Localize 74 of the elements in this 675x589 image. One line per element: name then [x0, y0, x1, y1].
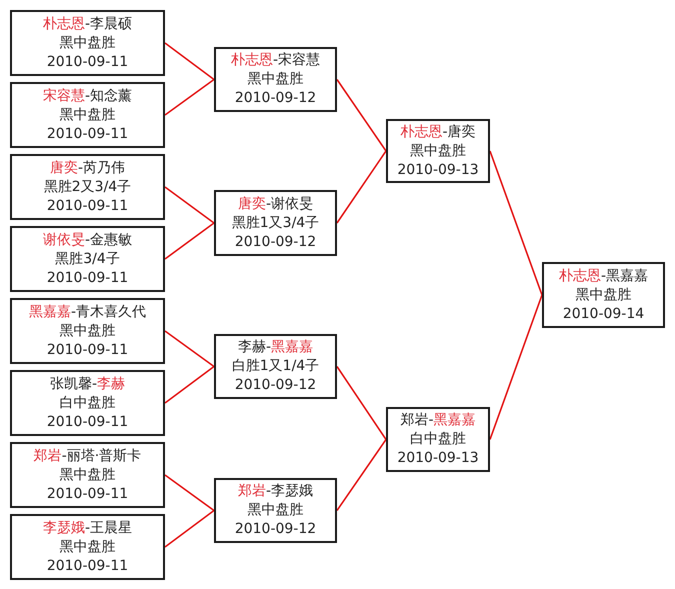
- match-box: [214, 190, 337, 256]
- match-box: [386, 407, 490, 472]
- match-date: 2010-09-11: [46, 412, 128, 432]
- match-result: 白中盘胜: [60, 394, 116, 412]
- bracket-line: [164, 474, 214, 512]
- bracket-line: [336, 150, 387, 224]
- match-players: 李瑟娥-王晨星: [42, 518, 132, 538]
- match-box: [10, 226, 165, 292]
- match-box: [214, 47, 337, 112]
- match-players: 张凯馨-李赫: [50, 374, 126, 394]
- bracket-line: [336, 439, 387, 511]
- match-box: [10, 10, 165, 76]
- match-box: [386, 119, 490, 183]
- match-date: 2010-09-13: [397, 160, 479, 180]
- match-box: [10, 82, 165, 148]
- match-date: 2010-09-11: [46, 268, 128, 288]
- match-result: 黑中盘胜: [248, 501, 304, 520]
- match-result: 黑胜1又3/4子: [232, 214, 320, 232]
- match-date: 2010-09-11: [46, 196, 128, 216]
- match-date: 2010-09-11: [46, 556, 128, 576]
- match-players: 郑岩-丽塔·普斯卡: [34, 446, 142, 466]
- match-date: 2010-09-11: [46, 484, 128, 504]
- match-date: 2010-09-14: [562, 304, 644, 324]
- bracket-line: [336, 79, 387, 152]
- match-date: 2010-09-11: [46, 52, 128, 72]
- bracket-line: [336, 366, 387, 440]
- match-players: 唐奕-芮乃伟: [50, 158, 126, 178]
- match-players: 黑嘉嘉-青木喜久代: [28, 302, 146, 322]
- match-result: 黑中盘胜: [410, 142, 466, 160]
- match-date: 2010-09-11: [46, 340, 128, 360]
- bracket-line: [164, 42, 214, 80]
- match-result: 黑中盘胜: [248, 70, 304, 89]
- bracket-line: [164, 78, 214, 116]
- match-result: 黑胜2又3/4子: [44, 178, 132, 196]
- match-box: [10, 298, 165, 364]
- match-box: [10, 514, 165, 580]
- match-result: 黑中盘胜: [60, 322, 116, 340]
- match-date: 2010-09-13: [397, 449, 479, 468]
- match-result: 黑中盘胜: [60, 538, 116, 556]
- match-result: 黑中盘胜: [576, 286, 632, 304]
- match-date: 2010-09-12: [234, 232, 316, 252]
- match-players: 宋容慧-知念薰: [42, 86, 132, 106]
- match-box: [10, 370, 165, 436]
- match-players: 郑岩-李瑟娥: [238, 482, 314, 501]
- match-players: 朴志恩-宋容慧: [230, 51, 320, 70]
- match-players: 朴志恩-李晨硕: [42, 14, 132, 34]
- bracket-line: [164, 186, 214, 224]
- match-date: 2010-09-12: [234, 89, 316, 108]
- match-box: [214, 334, 337, 399]
- match-date: 2010-09-12: [234, 376, 316, 395]
- match-players: 唐奕-谢依旻: [238, 194, 314, 214]
- match-date: 2010-09-12: [234, 520, 316, 539]
- bracket-line: [164, 222, 214, 260]
- match-players: 郑岩-黑嘉嘉: [400, 411, 476, 430]
- match-result: 黑中盘胜: [60, 106, 116, 124]
- bracket-line: [489, 150, 543, 296]
- bracket-line: [164, 366, 214, 404]
- match-box: [10, 154, 165, 220]
- match-box: [10, 442, 165, 508]
- match-result: 黑胜3/4子: [55, 250, 120, 268]
- match-players: 李赫-黑嘉嘉: [238, 338, 314, 357]
- match-result: 白中盘胜: [410, 430, 466, 449]
- match-box: [214, 478, 337, 543]
- match-box: [542, 262, 665, 328]
- match-date: 2010-09-11: [46, 124, 128, 144]
- match-result: 黑中盘胜: [60, 466, 116, 484]
- bracket-line: [164, 510, 214, 548]
- match-players: 谢依旻-金惠敏: [42, 230, 132, 250]
- match-result: 黑中盘胜: [60, 34, 116, 52]
- match-result: 白胜1又1/4子: [232, 357, 320, 376]
- match-players: 朴志恩-唐奕: [400, 122, 476, 142]
- bracket-line: [164, 330, 214, 368]
- bracket-line: [489, 294, 543, 440]
- match-players: 朴志恩-黑嘉嘉: [558, 266, 648, 286]
